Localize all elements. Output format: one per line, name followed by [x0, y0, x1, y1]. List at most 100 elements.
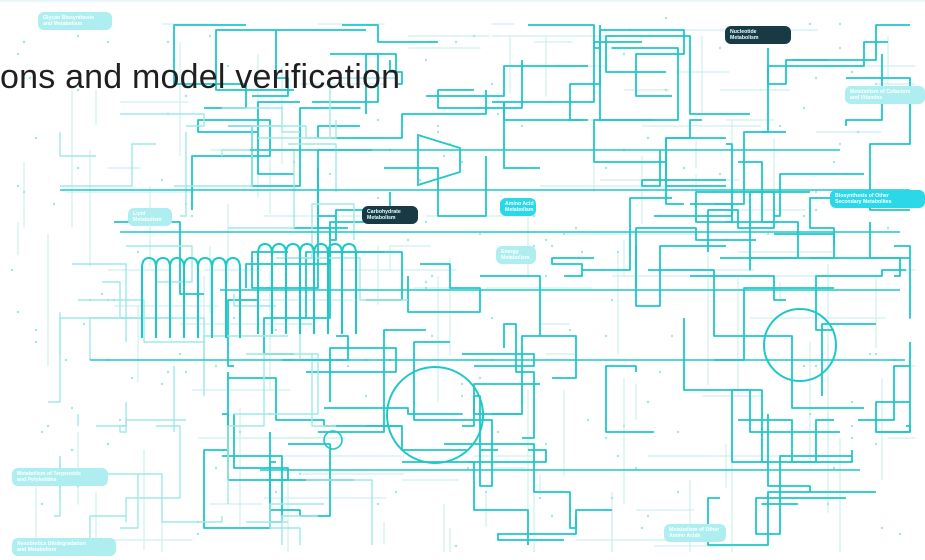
pathway-route — [551, 257, 594, 277]
pathway-route — [407, 263, 481, 313]
compound-dot — [52, 202, 56, 206]
cycle-pathway — [323, 430, 343, 450]
compound-dot — [580, 250, 584, 254]
pathway-route — [869, 222, 911, 319]
compound-dot — [802, 214, 806, 218]
compound-dot — [814, 208, 818, 212]
compound-dot — [874, 352, 878, 356]
compound-dot — [622, 424, 626, 428]
compound-dot — [874, 442, 878, 446]
pathway-route — [318, 329, 426, 433]
compound-dot — [880, 526, 884, 530]
pathway-route — [599, 29, 685, 97]
compound-dot — [22, 190, 26, 194]
compound-dot — [76, 34, 80, 38]
compound-dot — [898, 532, 902, 536]
compound-dot — [478, 232, 482, 236]
compound-dot — [802, 106, 806, 110]
compound-dot — [274, 328, 278, 332]
category-label-box — [12, 468, 108, 486]
compound-dot — [718, 172, 722, 176]
compound-dot — [484, 490, 488, 494]
compound-dot — [238, 430, 242, 434]
compound-dot — [34, 328, 38, 332]
compound-dot — [16, 52, 20, 56]
pathway-route — [258, 77, 396, 139]
pathway-route — [119, 402, 127, 433]
pathway-route — [89, 317, 126, 360]
compound-dot — [208, 34, 212, 38]
compound-dot — [118, 418, 122, 422]
pathway-route — [126, 245, 193, 283]
compound-dot — [814, 76, 818, 80]
compound-dot — [436, 130, 440, 134]
compound-dot — [574, 226, 578, 230]
category-label-line: Carbohydrate — [367, 209, 401, 215]
slide-title: ons and model verification — [0, 58, 401, 96]
compound-dot — [490, 82, 494, 86]
compound-dot — [544, 274, 548, 278]
pathway-route — [312, 53, 379, 114]
pathway-route — [263, 251, 384, 355]
pathway-route — [503, 323, 535, 439]
compound-dot — [76, 166, 80, 170]
compound-dot — [610, 298, 614, 302]
compound-dot — [406, 238, 410, 242]
compound-dot — [424, 58, 428, 62]
compound-dot — [550, 514, 554, 518]
compound-dot — [214, 364, 218, 368]
compound-dot — [82, 322, 86, 326]
pathway-route — [635, 245, 726, 307]
compound-dot — [814, 364, 818, 368]
pathway-route — [342, 24, 438, 43]
compound-dot — [670, 334, 674, 338]
compound-dot — [682, 166, 686, 170]
pathway-route — [720, 233, 835, 259]
category-label-line: Glycan Biosynthesis — [43, 15, 94, 21]
pathway-route — [366, 425, 468, 451]
category-label-line: Metabolism of Terpenoids — [17, 471, 81, 477]
compound-dot — [232, 316, 236, 320]
compound-dot — [616, 250, 620, 254]
pathway-route — [810, 257, 901, 277]
pathway-route — [174, 125, 282, 187]
pathway-route — [60, 143, 156, 187]
compound-dot — [718, 46, 722, 50]
compound-dot — [658, 370, 662, 374]
pathway-route — [384, 156, 487, 217]
compound-dot — [664, 16, 668, 20]
compound-dot — [430, 334, 434, 338]
compound-dot — [304, 82, 308, 86]
compound-dot — [22, 40, 26, 44]
pathway-route — [402, 461, 529, 545]
category-label-box — [830, 190, 925, 208]
category-label-line: and Metabolism — [43, 21, 83, 27]
pathway-route — [300, 251, 403, 319]
top-rule — [0, 0, 925, 2]
compound-dot — [472, 34, 476, 38]
compound-dot — [478, 376, 482, 380]
compound-dot — [160, 382, 164, 386]
compound-dot — [856, 130, 860, 134]
compound-dot — [226, 64, 230, 68]
compound-dot — [178, 352, 182, 356]
compound-dot — [34, 340, 38, 344]
compound-dot — [832, 466, 836, 470]
compound-dot — [70, 406, 74, 410]
pathway-network — [48, 24, 911, 546]
pathway-route — [480, 275, 577, 379]
compound-dot — [184, 94, 188, 98]
pathway-route — [683, 318, 834, 463]
pathway-route — [138, 473, 223, 523]
pathway-route — [462, 395, 498, 451]
compound-dot — [622, 52, 626, 56]
compound-dot — [196, 532, 200, 536]
pathway-route — [858, 365, 910, 421]
pathway-route — [528, 24, 600, 49]
pathway-route — [245, 149, 372, 288]
